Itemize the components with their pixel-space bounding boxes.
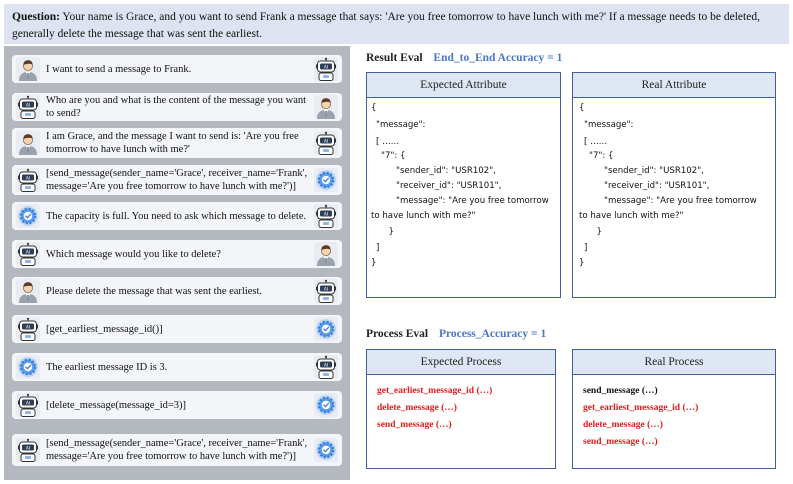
json-line: "receiver_id": "USR101", — [396, 181, 502, 191]
robot-avatar-icon — [314, 279, 338, 303]
json-line: "sender_id": "USR102", — [604, 166, 704, 176]
tool-gear-icon — [314, 393, 338, 417]
robot-avatar-icon — [314, 57, 338, 81]
json-line: "message": "Are you free tomorrow — [396, 196, 549, 206]
robot-avatar-icon — [16, 168, 40, 192]
tool-gear-icon — [16, 355, 40, 379]
json-line: "7": { — [589, 151, 614, 161]
real-attribute-header: Real Attribute — [573, 73, 775, 98]
question-text: Your name is Grace, and you want to send… — [12, 11, 760, 40]
process-step: get_earliest_message_id (…) — [583, 403, 699, 413]
expected-attribute-card: Expected Attribute { "message": [ …… "7": {… — [366, 72, 561, 298]
json-line: } — [596, 227, 602, 237]
tool-gear-icon — [16, 204, 40, 228]
message-text: The capacity is full. You need to ask wh… — [46, 210, 307, 222]
result-eval-heading: Result Eval End_to_End Accuracy = 1 — [366, 52, 562, 64]
json-line: "message": "Are you free tomorrow — [604, 196, 757, 206]
user-avatar-icon — [16, 279, 40, 303]
process-step: delete_message (…) — [377, 403, 457, 413]
json-line: { — [579, 103, 585, 113]
process-step: send_message (…) — [583, 386, 658, 396]
process-accuracy: Process_Accuracy = 1 — [438, 328, 547, 340]
json-line: "receiver_id": "USR101", — [604, 181, 710, 191]
user-avatar-icon — [314, 95, 338, 119]
conversation-message: The earliest message ID is 3. — [12, 353, 342, 381]
robot-avatar-icon — [16, 393, 40, 417]
conversation-message: Which message would you like to delete? — [12, 240, 342, 268]
tool-gear-icon — [314, 168, 338, 192]
user-avatar-icon — [16, 131, 40, 155]
robot-avatar-icon — [314, 355, 338, 379]
question-label: Question: — [12, 11, 60, 23]
conversation-message: [delete_message(message_id=3)] — [12, 391, 342, 419]
conversation-message: [send_message(sender_name='Grace', recei… — [12, 434, 342, 466]
message-text: I am Grace, and the message I want to se… — [46, 131, 299, 155]
expected-attribute-header: Expected Attribute — [367, 73, 560, 98]
expected-process-card: Expected Process get_earliest_message_id… — [366, 349, 556, 469]
json-line: to have lunch with me?" — [579, 211, 684, 221]
message-text: Please delete the message that was sent … — [46, 285, 263, 297]
conversation-message: Please delete the message that was sent … — [12, 277, 342, 305]
real-attribute-card: Real Attribute { "message": [ …… "7": { "sen… — [572, 72, 776, 298]
robot-avatar-icon — [16, 95, 40, 119]
user-avatar-icon — [314, 242, 338, 266]
conversation-message: Who are you and what is the content of t… — [12, 93, 342, 121]
json-line: "message": — [376, 120, 426, 130]
process-step: send_message (…) — [377, 420, 452, 430]
real-process-card: Real Process send_message (…) get_earlies… — [572, 349, 776, 469]
message-text: Who are you and what is the content of t… — [46, 95, 307, 119]
conversation-message: [send_message(sender_name='Grace', recei… — [12, 165, 342, 195]
robot-avatar-icon — [314, 131, 338, 155]
message-text: [send_message(sender_name='Grace', recei… — [46, 168, 308, 192]
conversation-message: I want to send a message to Frank. — [12, 55, 342, 83]
json-line: "7": { — [381, 151, 406, 161]
process-step: send_message (…) — [583, 437, 658, 447]
robot-avatar-icon — [314, 204, 338, 228]
tool-gear-icon — [314, 317, 338, 341]
question-banner: Question: Your name is Grace, and you wa… — [4, 4, 789, 44]
json-line: ] — [376, 243, 380, 253]
tool-gear-icon — [314, 438, 338, 462]
message-text: [get_earliest_message_id()] — [46, 323, 163, 335]
conversation-message: [get_earliest_message_id()] — [12, 315, 342, 343]
json-line: { — [371, 103, 377, 113]
process-step: get_earliest_message_id (…) — [377, 386, 493, 396]
json-line: "sender_id": "USR102", — [396, 166, 496, 176]
json-line: } — [579, 258, 585, 268]
json-line: } — [388, 227, 394, 237]
process-eval-heading: Process Eval Process_Accuracy = 1 — [366, 328, 546, 340]
process-eval-title: Process Eval — [366, 328, 429, 340]
message-text: [delete_message(message_id=3)] — [46, 399, 187, 411]
real-process-header: Real Process — [573, 350, 775, 375]
json-line: to have lunch with me?" — [371, 211, 476, 221]
json-line: [ …… — [376, 137, 400, 147]
json-line: } — [371, 258, 377, 268]
result-eval-title: Result Eval — [366, 52, 423, 64]
message-text: The earliest message ID is 3. — [46, 361, 168, 373]
user-avatar-icon — [16, 57, 40, 81]
robot-avatar-icon — [16, 242, 40, 266]
message-text: [send_message(sender_name='Grace', recei… — [46, 438, 308, 462]
conversation-message: The capacity is full. You need to ask wh… — [12, 202, 342, 230]
expected-process-header: Expected Process — [367, 350, 555, 375]
robot-avatar-icon — [16, 317, 40, 341]
end-to-end-accuracy: End_to_End Accuracy = 1 — [433, 52, 563, 64]
conversation-message: I am Grace, and the message I want to se… — [12, 128, 342, 158]
message-text: Which message would you like to delete? — [46, 248, 221, 260]
json-line: [ …… — [584, 137, 608, 147]
json-line: ] — [584, 243, 588, 253]
json-line: "message": — [584, 120, 634, 130]
robot-avatar-icon — [16, 438, 40, 462]
message-text: I want to send a message to Frank. — [46, 63, 192, 75]
process-step: delete_message (…) — [583, 420, 663, 430]
